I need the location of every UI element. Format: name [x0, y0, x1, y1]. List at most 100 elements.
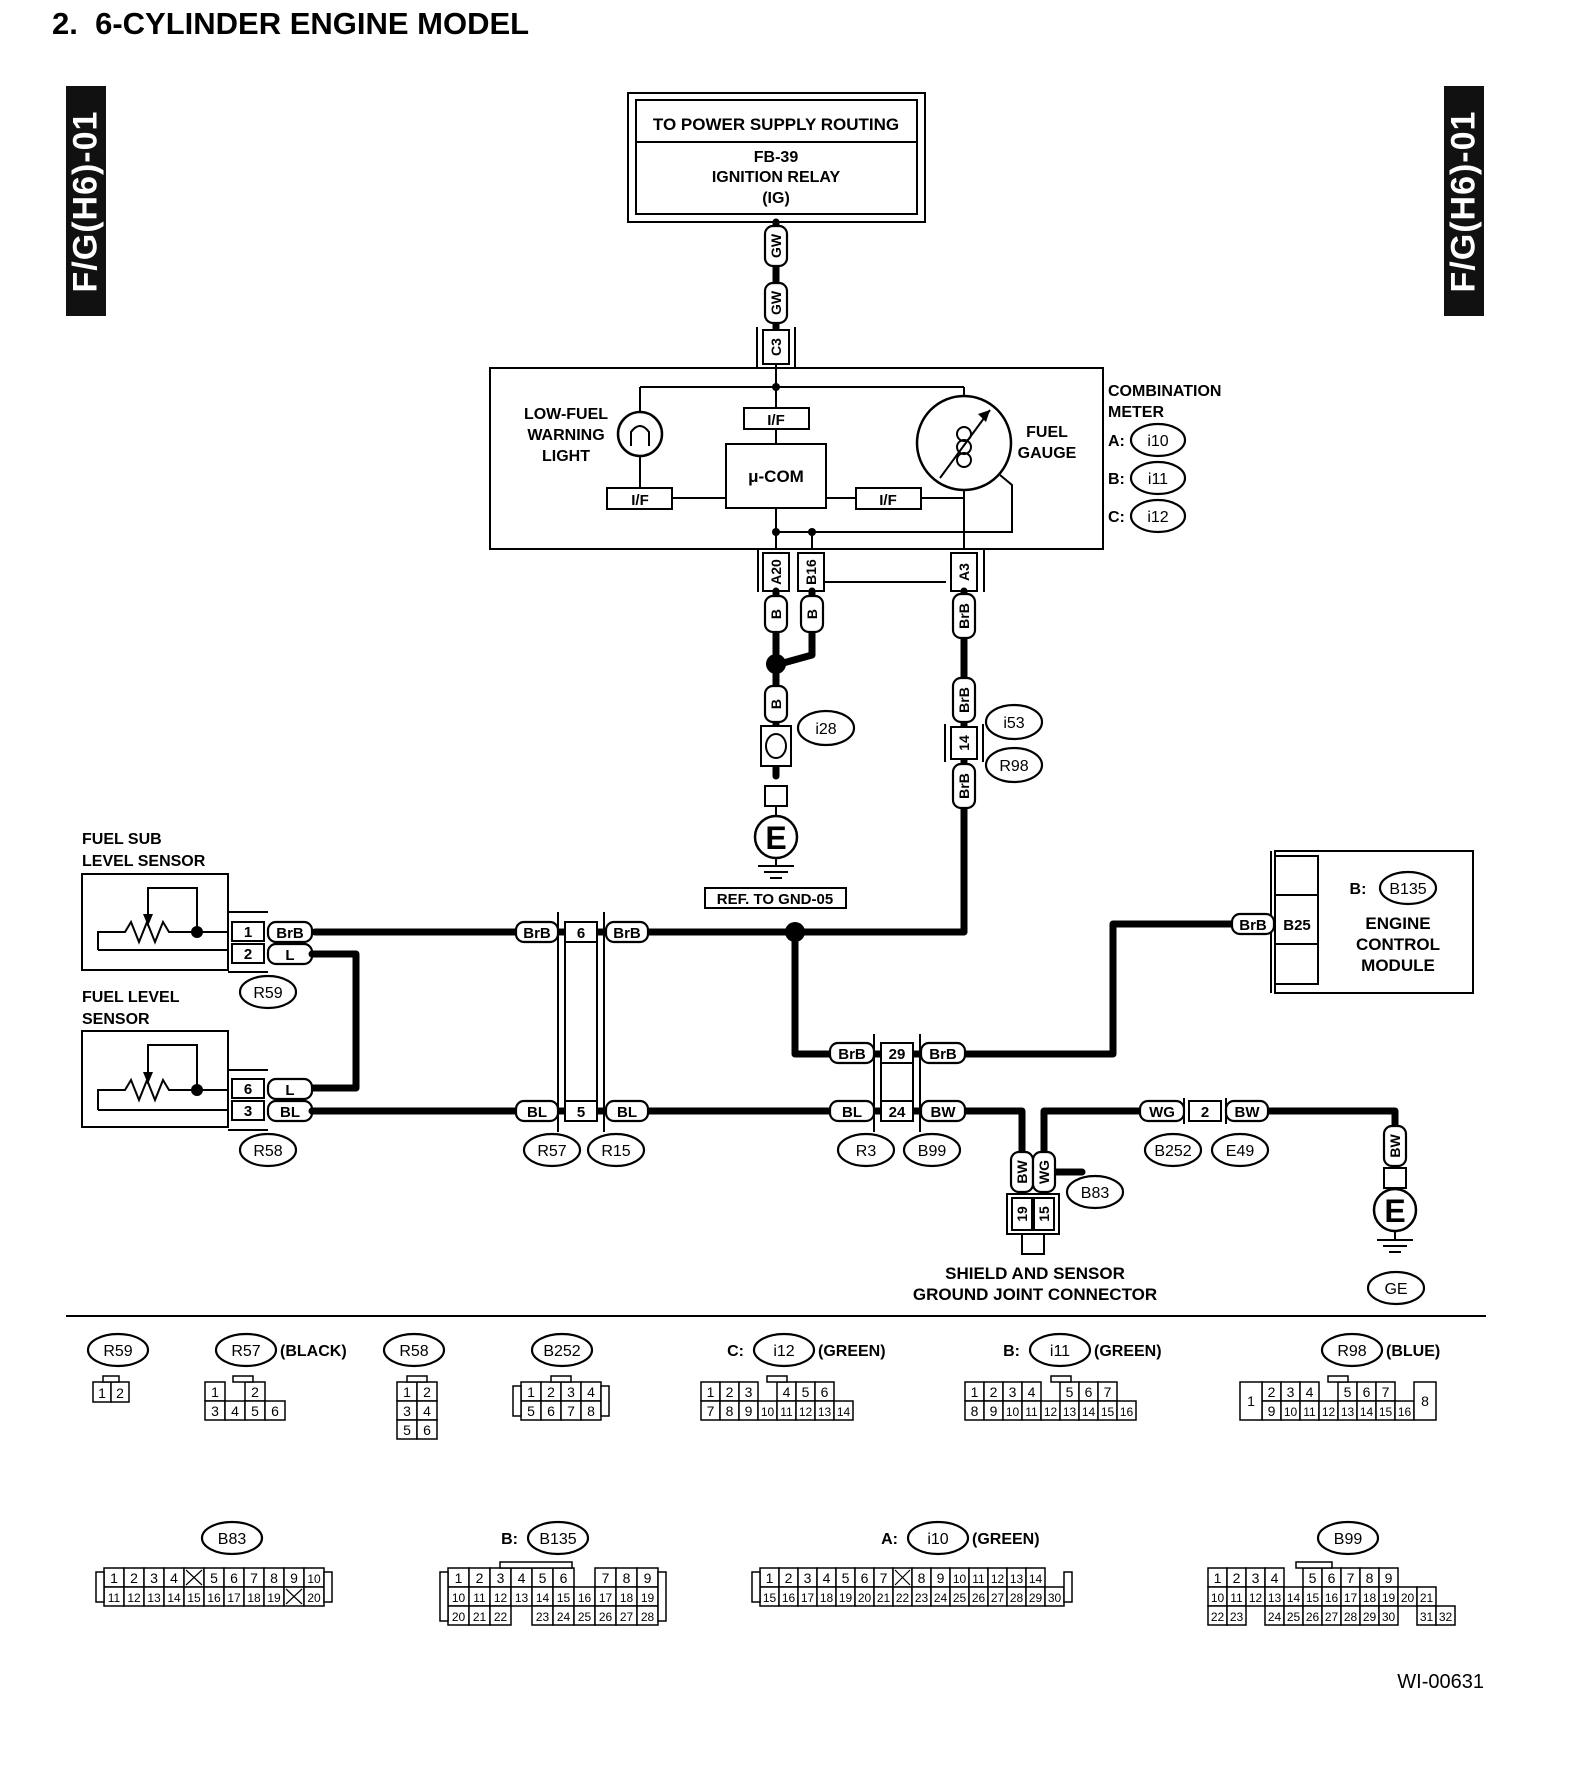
svg-text:17: 17: [801, 1591, 815, 1605]
connector-pin-cell: 13: [1337, 1400, 1358, 1421]
connector-pin-cell: 16: [573, 1586, 596, 1607]
section-tab-left: F/G(H6)-01: [66, 86, 106, 316]
connector-pin-cell: 5: [203, 1567, 225, 1588]
connector-pin-cell: 5: [1059, 1381, 1080, 1402]
wire-label-gw-2: GW: [763, 281, 789, 325]
connector-pin-cell: 21: [873, 1586, 894, 1607]
connector-pin-cell: 7: [700, 1400, 721, 1421]
svg-text:GW: GW: [768, 290, 784, 315]
connector-pin-cell: 1: [759, 1567, 780, 1588]
connector-pin-cell: 14: [833, 1400, 854, 1421]
interface-box-top: I/F: [743, 407, 810, 430]
connector-pin-cell: 1: [1207, 1567, 1228, 1588]
svg-text:B:: B:: [501, 1531, 518, 1548]
svg-text:i10: i10: [927, 1531, 948, 1548]
connector-pin-cell: 16: [1321, 1586, 1342, 1607]
svg-text:9: 9: [990, 1403, 998, 1419]
svg-text:E49: E49: [1226, 1143, 1255, 1160]
connector-pin-cell: 1: [92, 1381, 112, 1403]
wire-label-b-2: B: [799, 594, 825, 634]
svg-text:16: 16: [1398, 1405, 1412, 1419]
svg-text:R57: R57: [231, 1343, 260, 1360]
svg-text:I/F: I/F: [631, 492, 649, 509]
svg-text:24: 24: [889, 1104, 906, 1121]
wire-label-bw-ge: BW: [1382, 1124, 1408, 1168]
svg-text:11: 11: [1303, 1405, 1316, 1419]
svg-text:26: 26: [972, 1591, 986, 1605]
svg-text:GE: GE: [1384, 1281, 1407, 1298]
sub-sensor-connector: 1 2: [228, 911, 268, 973]
svg-text:12: 12: [127, 1591, 141, 1605]
connector-pin-cell: 8: [964, 1400, 985, 1421]
connector-pin-cell: 20: [303, 1586, 325, 1607]
svg-text:19: 19: [1382, 1591, 1396, 1605]
wire-brb-main: [311, 587, 968, 936]
meter-title-1: COMBINATION: [1108, 383, 1221, 400]
meter-conn-a-badge: i10: [1129, 422, 1187, 458]
connector-pin-cell: 7: [1097, 1381, 1118, 1402]
connector-pin-cell: 4: [816, 1567, 837, 1588]
connector-pin-cell: 15: [1302, 1586, 1323, 1607]
connector-pin-cell: 17: [594, 1586, 617, 1607]
connector-pin-cell: 28: [1006, 1586, 1027, 1607]
connector-pin-cell: 4: [1264, 1567, 1285, 1588]
svg-text:R59: R59: [103, 1343, 132, 1360]
svg-text:1: 1: [211, 1384, 219, 1400]
connector-pin-cell: 13: [1059, 1400, 1080, 1421]
connector-pin-cell: 21: [468, 1605, 491, 1626]
svg-text:4: 4: [1271, 1570, 1279, 1586]
svg-text:3: 3: [211, 1403, 219, 1419]
svg-text:BL: BL: [280, 1104, 300, 1121]
wire-label-bl-r58: BL: [266, 1099, 314, 1123]
connector-pin-cell: 4: [510, 1567, 533, 1588]
connector-pin-cell: 30: [1378, 1605, 1399, 1626]
connector-pin-cell: 11: [968, 1567, 989, 1588]
svg-text:3: 3: [150, 1570, 158, 1586]
svg-text:i12: i12: [1147, 509, 1168, 526]
svg-text:1: 1: [707, 1384, 715, 1400]
svg-text:21: 21: [1420, 1591, 1434, 1605]
connector-pin-cell: 4: [776, 1381, 797, 1402]
connector-pin-cell: 10: [757, 1400, 778, 1421]
connector-pin-cell: 6: [1078, 1381, 1099, 1402]
svg-text:BW: BW: [931, 1104, 957, 1121]
svg-text:12: 12: [1044, 1405, 1058, 1419]
connector-pin-cell: 4: [1299, 1381, 1320, 1402]
svg-text:1: 1: [244, 924, 252, 941]
svg-text:32: 32: [1439, 1610, 1453, 1624]
svg-text:17: 17: [599, 1591, 613, 1605]
svg-text:2: 2: [990, 1384, 998, 1400]
svg-text:1: 1: [98, 1385, 106, 1401]
svg-text:6: 6: [230, 1570, 238, 1586]
svg-text:26: 26: [599, 1610, 613, 1624]
connector-pin-cell: 17: [223, 1586, 245, 1607]
svg-text:BW: BW: [1387, 1134, 1403, 1158]
connector-pin-cell: 8: [615, 1567, 638, 1588]
svg-text:31: 31: [1420, 1610, 1434, 1624]
svg-text:E: E: [765, 820, 786, 856]
svg-text:14: 14: [536, 1591, 550, 1605]
connector-pin-cell: 16: [203, 1586, 225, 1607]
connector-pin-cell: 12: [1040, 1400, 1061, 1421]
connector-pin-cell: 5: [1337, 1381, 1358, 1402]
svg-text:B99: B99: [1334, 1531, 1363, 1548]
svg-text:ENGINE: ENGINE: [1365, 914, 1430, 933]
wire-label-gw-1: GW: [763, 224, 789, 268]
svg-text:7: 7: [602, 1570, 610, 1586]
connector-pin-cell: 26: [968, 1586, 989, 1607]
connector-badge-b252: B252: [1143, 1132, 1203, 1168]
svg-text:i53: i53: [1003, 715, 1024, 732]
ground-ge-terminal: [1383, 1167, 1407, 1189]
legend-badge-r58: R58: [382, 1332, 446, 1368]
svg-text:B25: B25: [1283, 917, 1311, 934]
connector-pin-cell: 3: [489, 1567, 512, 1588]
svg-text:3: 3: [1252, 1570, 1260, 1586]
svg-text:μ-COM: μ-COM: [748, 467, 804, 486]
svg-text:8: 8: [1366, 1570, 1374, 1586]
connector-pin-cell: 12: [123, 1586, 145, 1607]
svg-text:2: 2: [116, 1385, 124, 1401]
wire-label-brb-i53-top: BrB: [951, 676, 977, 724]
svg-text:i10: i10: [1147, 433, 1168, 450]
